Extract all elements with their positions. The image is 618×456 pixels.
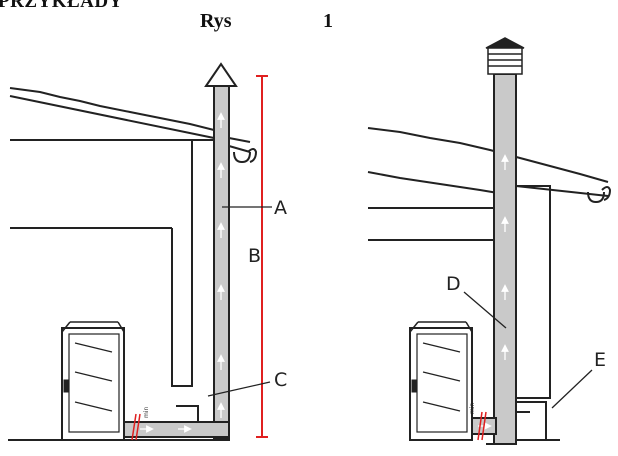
left-stove [61,321,125,441]
right-drawing [367,127,612,445]
label-d: D [446,273,461,295]
right-gutter [587,191,605,204]
clearance-mark-left: min [143,406,150,418]
right-stove [409,321,473,441]
left-drawing [8,87,258,441]
right-roof [367,127,609,183]
right-chimney: min [469,37,525,445]
chimney-cowl [485,37,525,75]
figure-label: Rys [200,10,232,32]
label-c: C [274,369,287,391]
left-chimney: min [123,62,238,441]
left-roof [9,87,215,131]
label-e: E [594,349,606,371]
left-gutter [233,151,251,164]
label-b: B [248,245,261,267]
figure-number: 1 [323,10,333,32]
label-a: A [274,197,287,219]
chimney-cap [204,62,238,87]
section-header: PRZYKŁADY [0,0,123,12]
measure-b [256,75,268,438]
